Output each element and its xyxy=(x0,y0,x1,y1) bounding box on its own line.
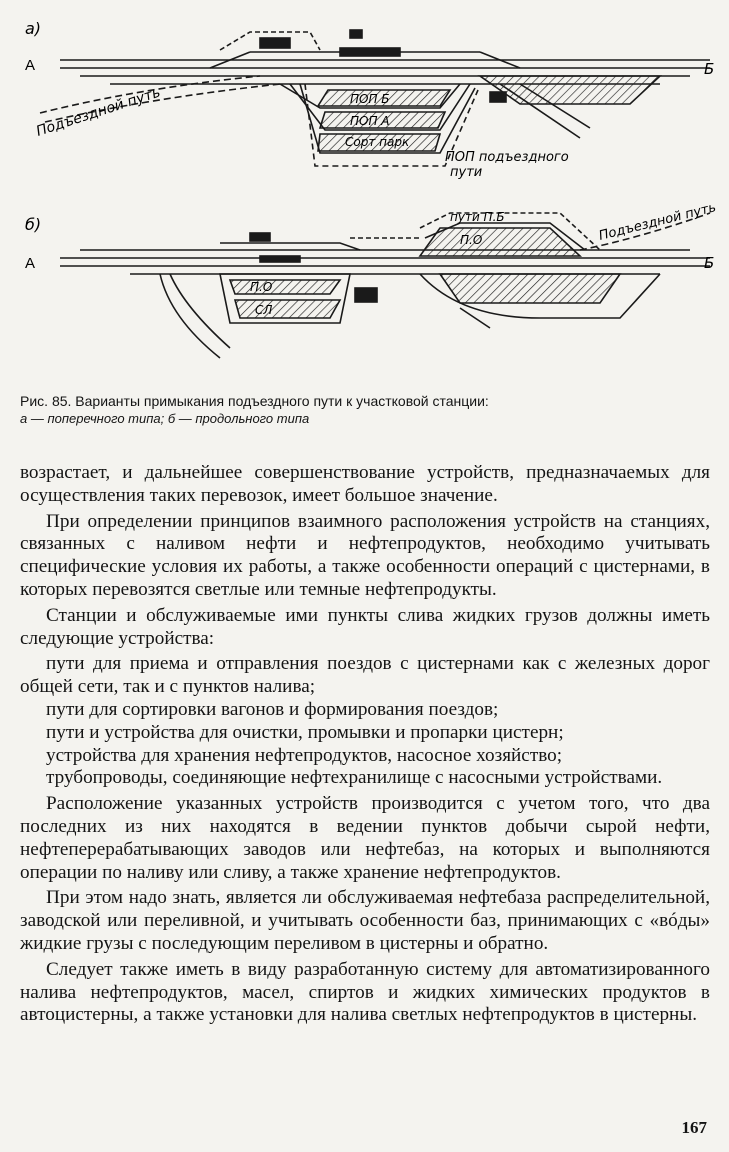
b-po: П.О xyxy=(250,280,272,294)
body-text: возрастает, и дальнейшее совершенствован… xyxy=(20,462,710,1030)
paragraph: При этом надо знать, является ли обслужи… xyxy=(20,887,710,954)
list-item: пути и устройства для очистки, промывки … xyxy=(46,721,564,743)
b-tracks: пути П.Б xyxy=(450,210,505,224)
figure-85: а) А Б Подъездной путь ПОП Б ПОП А Сорт … xyxy=(20,18,720,383)
caption-main: Рис. 85. Варианты примыкания подъездного… xyxy=(20,393,489,409)
station-a-bottom: А xyxy=(25,255,35,272)
list-item: трубопроводы, соединяющие нефтехранилище… xyxy=(46,767,663,789)
paragraph: Следует также иметь в виду разработанную… xyxy=(20,958,710,1026)
caption-sub: а — поперечного типа; б — продольного ти… xyxy=(20,411,310,426)
label-a: а) xyxy=(25,19,41,38)
b-po-top: П.О xyxy=(460,233,482,247)
station-diagram: а) А Б Подъездной путь ПОП Б ПОП А Сорт … xyxy=(25,19,718,359)
a-pop-spur-2: пути xyxy=(450,165,482,180)
paragraph: возрастает, и дальнейшее совершенствован… xyxy=(20,462,710,506)
a-pop-b: ПОП Б xyxy=(350,92,390,106)
list-item: устройства для хранения нефтепродуктов, … xyxy=(46,744,563,766)
b-sl: СЛ xyxy=(255,303,272,317)
a-pop-spur-1: ПОП подъездного xyxy=(445,150,569,165)
label-b: б) xyxy=(25,215,41,234)
paragraph: Станции и обслуживаемые ими пункты слива… xyxy=(20,604,710,649)
list-item: пути для приема и отправления поездов с … xyxy=(20,653,710,698)
a-pop-a: ПОП А xyxy=(350,114,390,128)
a-spur-label: Подъездной путь xyxy=(34,85,162,140)
station-b-top: Б xyxy=(704,60,714,78)
page-number: 167 xyxy=(681,1118,708,1137)
paragraph: При определении принципов взаимного расп… xyxy=(20,510,710,600)
b-spur-label: Подъездной путь xyxy=(597,200,717,244)
figure-caption: Рис. 85. Варианты примыкания подъездного… xyxy=(20,392,710,428)
station-b-bottom: Б xyxy=(704,254,714,272)
a-sort: Сорт парк xyxy=(345,135,410,149)
station-a-top: А xyxy=(25,57,35,74)
list-item: пути для сортировки вагонов и формирован… xyxy=(46,698,499,720)
paragraph: Расположение указанных устройств произво… xyxy=(20,793,710,883)
